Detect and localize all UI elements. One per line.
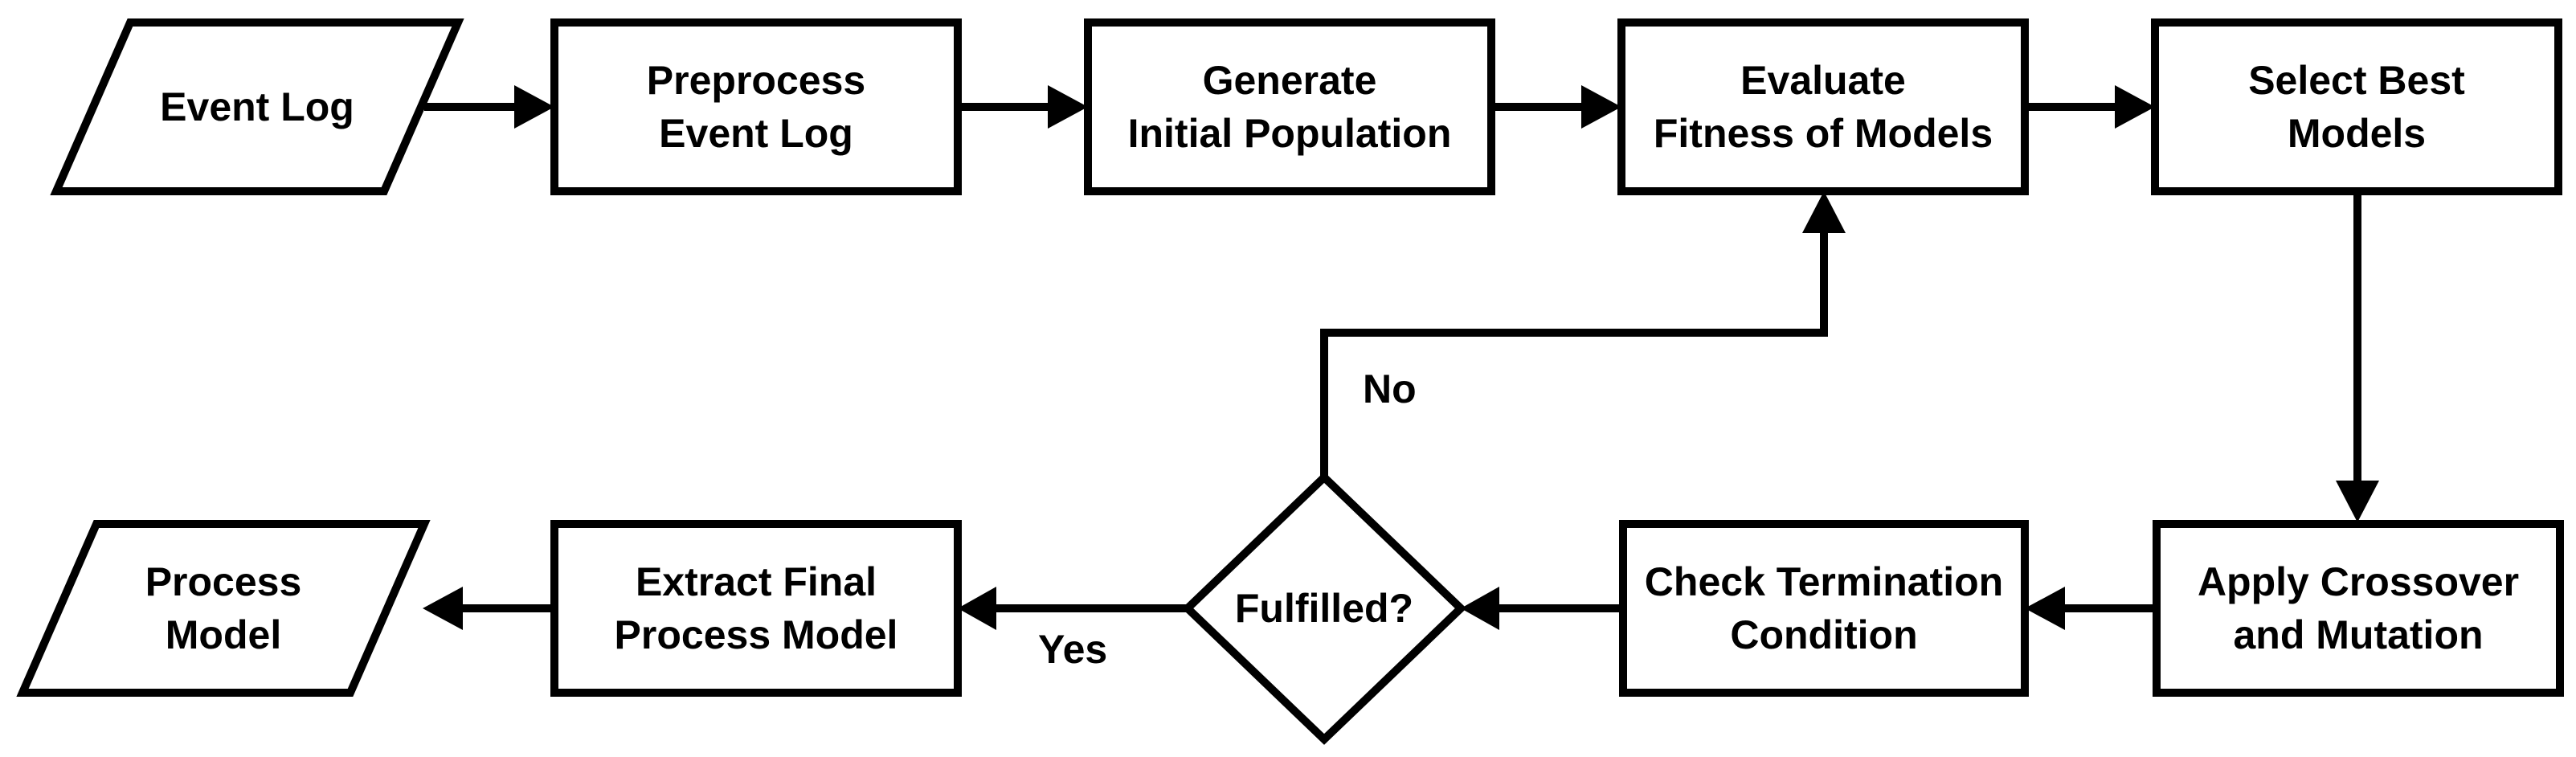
arrowhead-evaluate	[1581, 85, 1621, 129]
edge-label-no: No	[1363, 366, 1417, 411]
generate-label-line1: Generate	[1203, 58, 1377, 103]
node-check-termination: Check Termination Condition	[1619, 520, 2029, 697]
select-label-line1: Select Best	[2248, 58, 2465, 103]
apply-label-line1: Apply Crossover	[2198, 559, 2519, 604]
node-generate-initial-population: Generate Initial Population	[1084, 18, 1495, 195]
select-label-line2: Models	[2288, 111, 2426, 156]
arrowhead-apply	[2336, 481, 2379, 522]
evaluate-label-line1: Evaluate	[1740, 58, 1906, 103]
node-evaluate-fitness: Evaluate Fitness of Models	[1617, 18, 2029, 195]
apply-label-line2: and Mutation	[2233, 612, 2483, 657]
node-process-model: Process Model	[16, 520, 431, 697]
node-extract-final-model: Extract Final Process Model	[550, 520, 962, 697]
arrowhead-decision	[1461, 587, 1499, 630]
check-shape	[1619, 520, 2029, 697]
node-apply-crossover-mutation: Apply Crossover and Mutation	[2153, 520, 2564, 697]
event-log-shape	[50, 18, 464, 195]
check-label-line1: Check Termination	[1645, 559, 2003, 604]
arrowhead-preprocess	[514, 85, 554, 129]
apply-shape	[2153, 520, 2564, 697]
check-label-line2: Condition	[1730, 612, 1917, 657]
process-model-label-line1: Process	[145, 559, 302, 604]
extract-label-line1: Extract Final	[636, 559, 877, 604]
extract-label-line2: Process Model	[615, 612, 898, 657]
select-shape	[2151, 18, 2562, 195]
process-model-label-line2: Model	[166, 612, 281, 657]
preprocess-label-line1: Preprocess	[647, 58, 865, 103]
node-event-log: Event Log	[50, 18, 464, 195]
arrowhead-extract	[958, 587, 996, 630]
generate-label-line2: Initial Population	[1128, 111, 1452, 156]
extract-shape	[550, 520, 962, 697]
preprocess-shape	[550, 18, 962, 195]
evaluate-shape	[1617, 18, 2029, 195]
decision-shape	[1181, 472, 1467, 745]
arrowhead-generate	[1048, 85, 1088, 129]
event-log-label: Event Log	[160, 84, 354, 129]
process-model-shape	[16, 520, 431, 697]
evaluate-label-line2: Fitness of Models	[1654, 111, 1993, 156]
arrowhead-check	[2025, 587, 2065, 630]
generate-shape	[1084, 18, 1495, 195]
arrowhead-processmodel	[423, 587, 463, 630]
edge-decision-to-evaluate	[1320, 231, 1828, 477]
node-preprocess-event-log: Preprocess Event Log	[550, 18, 962, 195]
edge-label-yes: Yes	[1038, 627, 1107, 672]
decision-label: Fulfilled?	[1235, 586, 1413, 631]
node-fulfilled-decision: Fulfilled?	[1181, 472, 1467, 745]
edges	[423, 85, 2379, 630]
arrowhead-select	[2115, 85, 2155, 129]
arrowhead-evaluate-loop	[1802, 191, 1846, 233]
node-select-best-models: Select Best Models	[2151, 18, 2562, 195]
preprocess-label-line2: Event Log	[659, 111, 853, 156]
